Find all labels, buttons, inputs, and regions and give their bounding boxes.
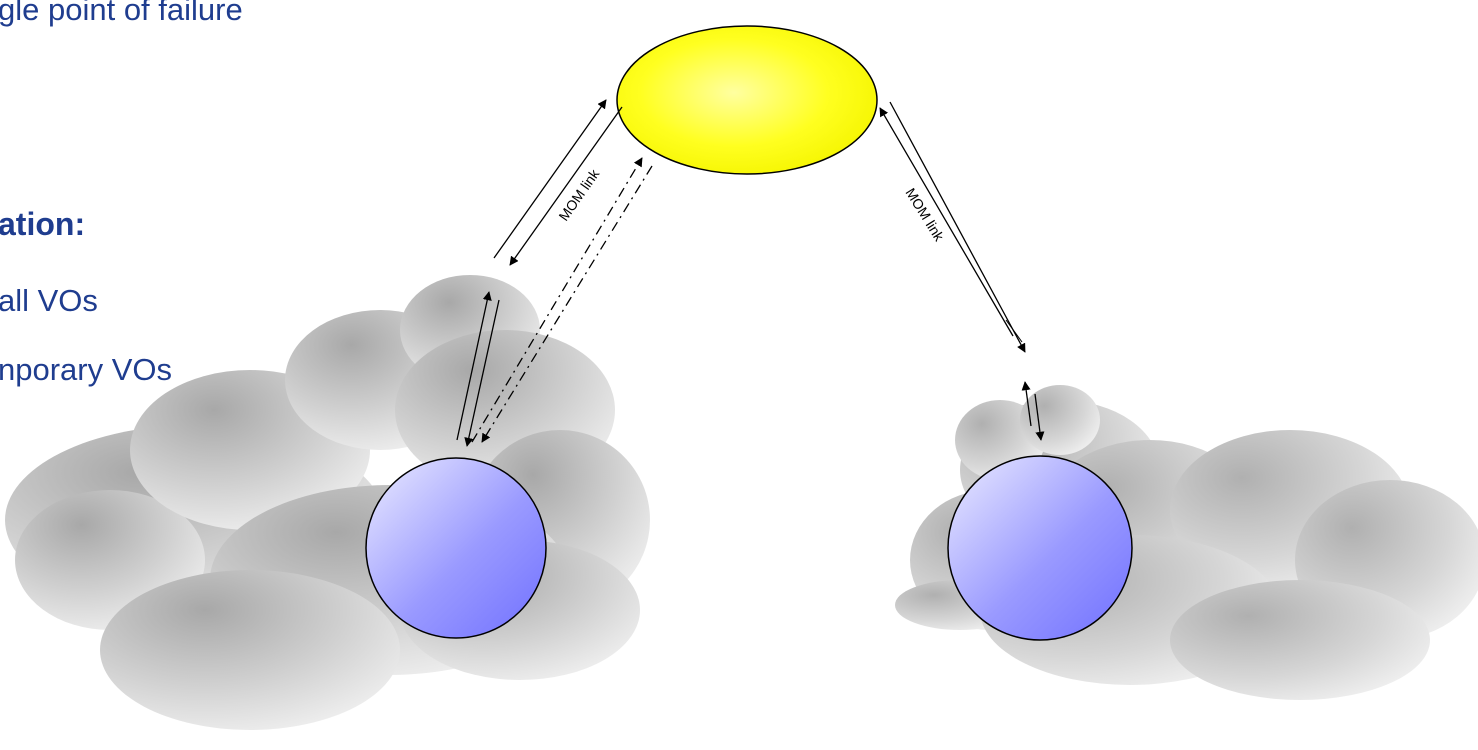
right-mom-link-label: MOM link: [902, 185, 947, 244]
central-node: [616, 25, 878, 175]
left-vo-node: [365, 457, 547, 639]
right-cloud: [895, 385, 1478, 700]
left-cloud-link: [456, 291, 500, 447]
sub-item-temporary-vos: nporary VOs: [0, 352, 173, 387]
right-mom-link: [879, 101, 1026, 353]
section-heading: ation:: [0, 206, 86, 242]
sub-item-all-vos: all VOs: [0, 283, 98, 318]
left-mom-link: [493, 99, 623, 266]
left-mom-link-label: MOM link: [555, 165, 603, 223]
right-cloud-link: [1021, 381, 1045, 441]
left-cloud: [5, 275, 650, 730]
left-dashed-link: [471, 157, 653, 443]
right-vo-node: [947, 455, 1133, 641]
bullet-text: gle point of failure: [0, 0, 243, 27]
